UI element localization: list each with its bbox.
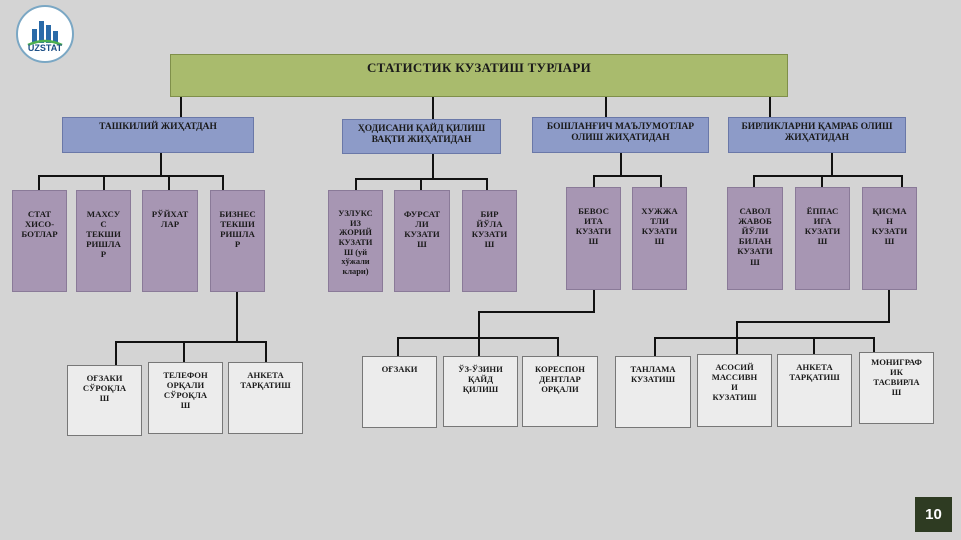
leaf-questionnaire: АНКЕТА ТАРҚАТИШ [228,362,303,434]
sub-documentary-observation: ХУЖЖА ТЛИ КУЗАТИ Ш [632,187,687,290]
leaf-oral: ОҒЗАКИ [362,356,437,428]
sub-total-observation: ЁППАС ИГА КУЗАТИ Ш [795,187,850,290]
sub-continuous-observation: УЗЛУКС ИЗ ЖОРИЙ КУЗАТИ Ш (уй хўжали клар… [328,190,383,292]
sub-periodic-observation: ФУРСАТ ЛИ КУЗАТИ Ш [394,190,450,292]
sub-partial-observation: ҚИСМА Н КУЗАТИ Ш [862,187,917,290]
category-registration-time: ҲОДИСАНИ ҚАЙД ҚИЛИШ ВАҚТИ ЖИҲАТИДАН [342,119,501,154]
uzstat-logo: UZSTAT [16,5,74,63]
category-organizational: ТАШКИЛИЙ ЖИҲАТДАН [62,117,254,153]
sub-business-inspections: БИЗНЕС ТЕКШИ РИШЛА Р [210,190,265,292]
leaf-self-registration: ЎЗ-ЎЗИНИ ҚАЙД ҚИЛИШ [443,356,518,427]
sub-direct-observation: БЕВОС ИТА КУЗАТИ Ш [566,187,621,290]
sub-question-answer-observation: САВОЛ ЖАВОБ ЙЎЛИ БИЛАН КУЗАТИ Ш [727,187,783,290]
leaf-oral-survey: ОҒЗАКИ СЎРОҚЛА Ш [67,365,142,436]
sub-one-time-observation: БИР ЙЎЛА КУЗАТИ Ш [462,190,517,292]
sub-special-inspections: МАХСУ С ТЕКШИ РИШЛА Р [76,190,131,292]
leaf-correspondents: КОРЕСПОН ДЕНТЛАР ОРҚАЛИ [522,356,598,427]
building-icon [27,21,63,47]
leaf-questionnaire-distribution: АНКЕТА ТАРҚАТИШ [777,354,852,427]
category-primary-data: БОШЛАНҒИЧ МАЪЛУМОТЛАР ОЛИШ ЖИҲАТИДАН [532,117,709,153]
leaf-phone-survey: ТЕЛЕФОН ОРҚАЛИ СЎРОҚЛА Ш [148,362,223,434]
logo-text: UZSTAT [27,43,63,53]
leaf-sample-observation: ТАНЛАМА КУЗАТИШ [615,356,691,428]
leaf-monographic-description: МОНИГРАФ ИК ТАСВИРЛА Ш [859,352,934,424]
sub-lists: РЎЙХАТ ЛАР [142,190,198,292]
sub-stat-reports: СТАТ ХИСО- БОТЛАР [12,190,67,292]
leaf-main-array-observation: АСОСИЙ МАССИВН И КУЗАТИШ [697,354,772,427]
page-number: 10 [915,497,952,532]
category-coverage: БИРЛИКЛАРНИ ҚАМРАБ ОЛИШ ЖИҲАТИДАН [728,117,906,153]
diagram-title: СТАТИСТИК КУЗАТИШ ТУРЛАРИ [170,54,788,97]
